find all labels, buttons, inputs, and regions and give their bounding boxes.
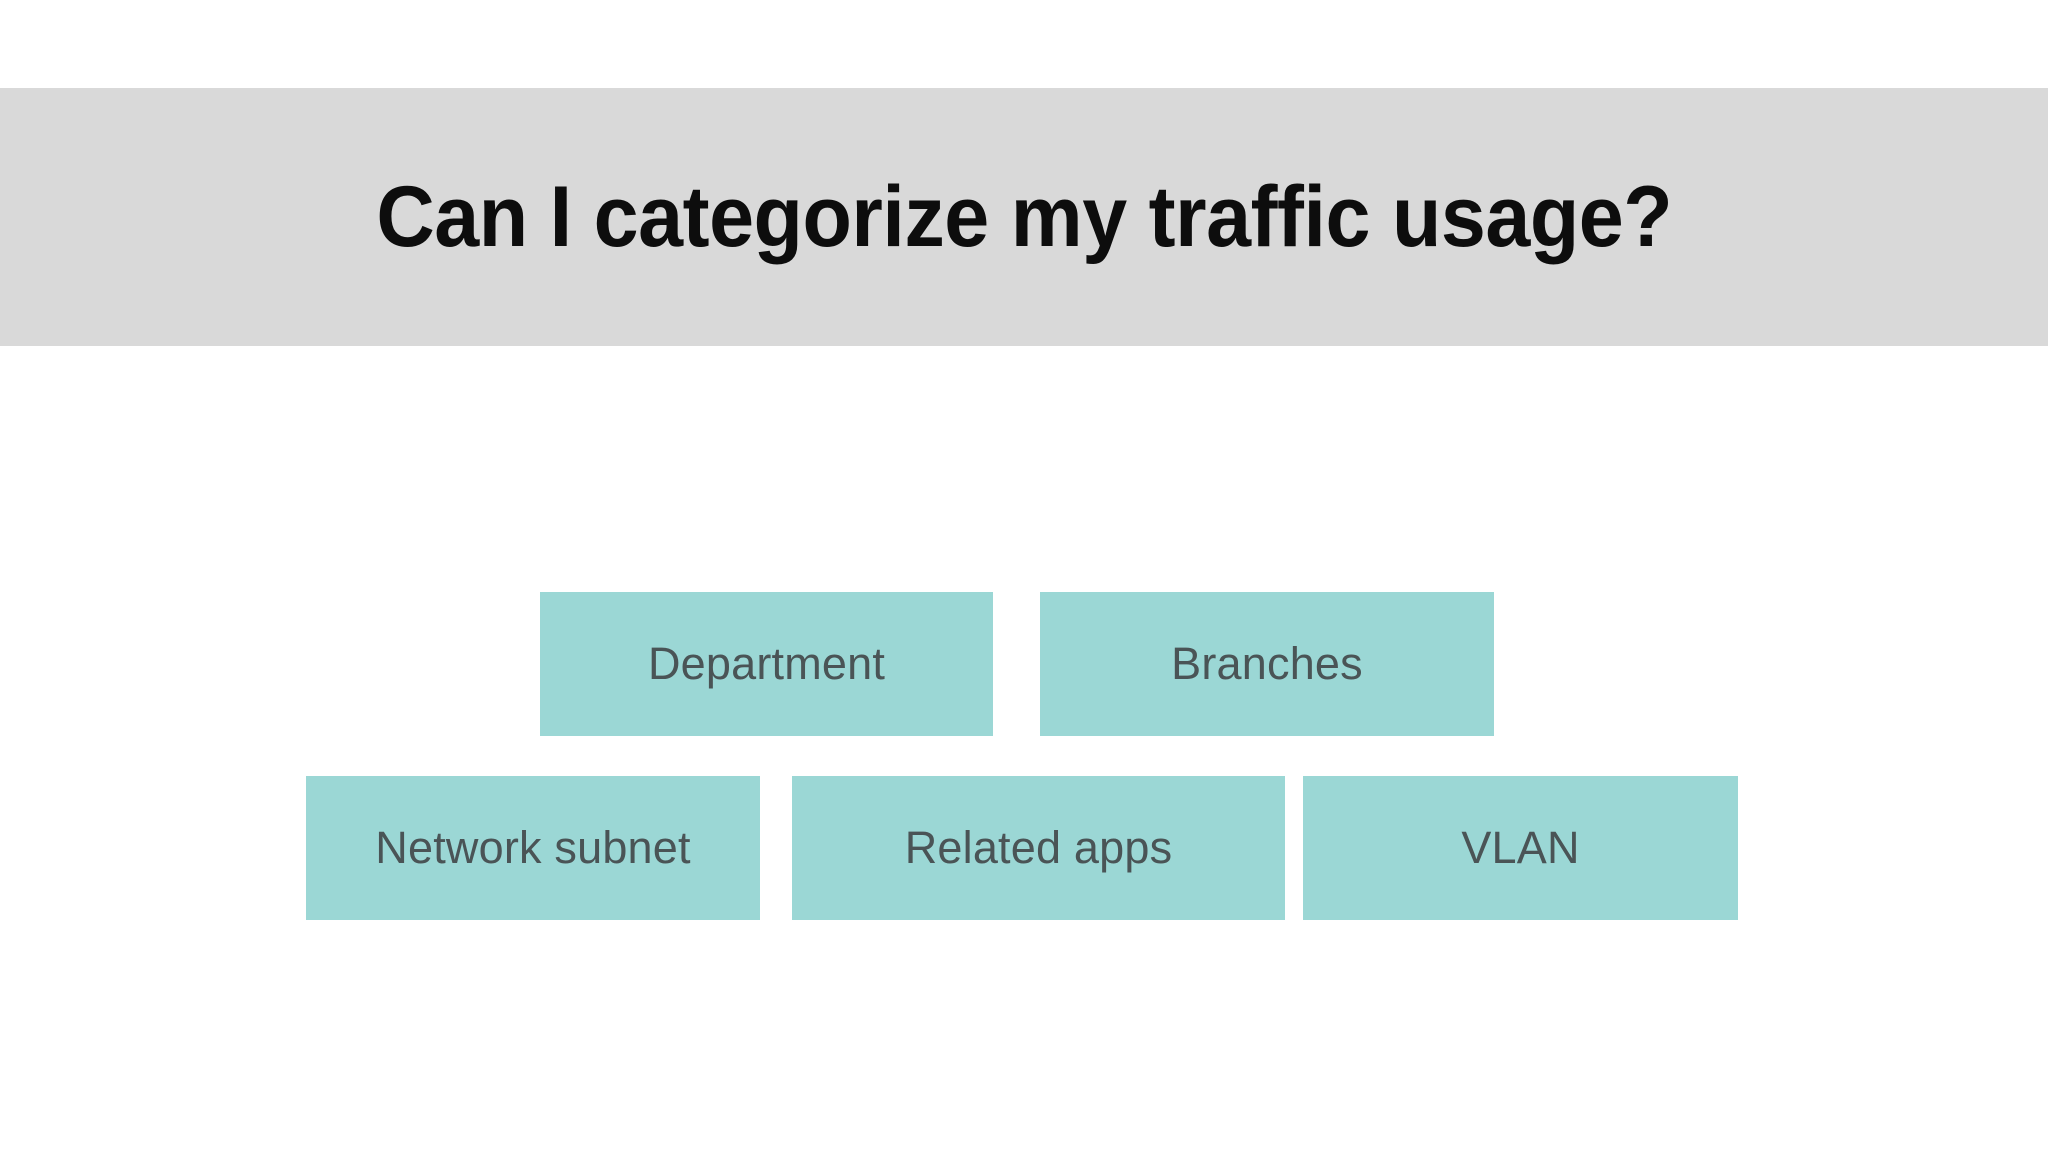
- diagram-box-label: Department: [647, 638, 886, 689]
- diagram-box-department[interactable]: Department: [540, 592, 993, 736]
- diagram-box-branches[interactable]: Branches: [1040, 592, 1494, 736]
- diagram-box-network-subnet[interactable]: Network subnet: [306, 776, 760, 920]
- diagram-box-vlan[interactable]: VLAN: [1303, 776, 1738, 920]
- diagram-box-label: Network subnet: [375, 822, 691, 873]
- page-title: Can I categorize my traffic usage?: [376, 168, 1672, 265]
- title-band: Can I categorize my traffic usage?: [0, 88, 2048, 346]
- diagram-box-label: VLAN: [1461, 822, 1580, 873]
- diagram-box-label: Related apps: [904, 822, 1173, 873]
- diagram-box-related-apps[interactable]: Related apps: [792, 776, 1285, 920]
- diagram-box-label: Branches: [1171, 638, 1363, 689]
